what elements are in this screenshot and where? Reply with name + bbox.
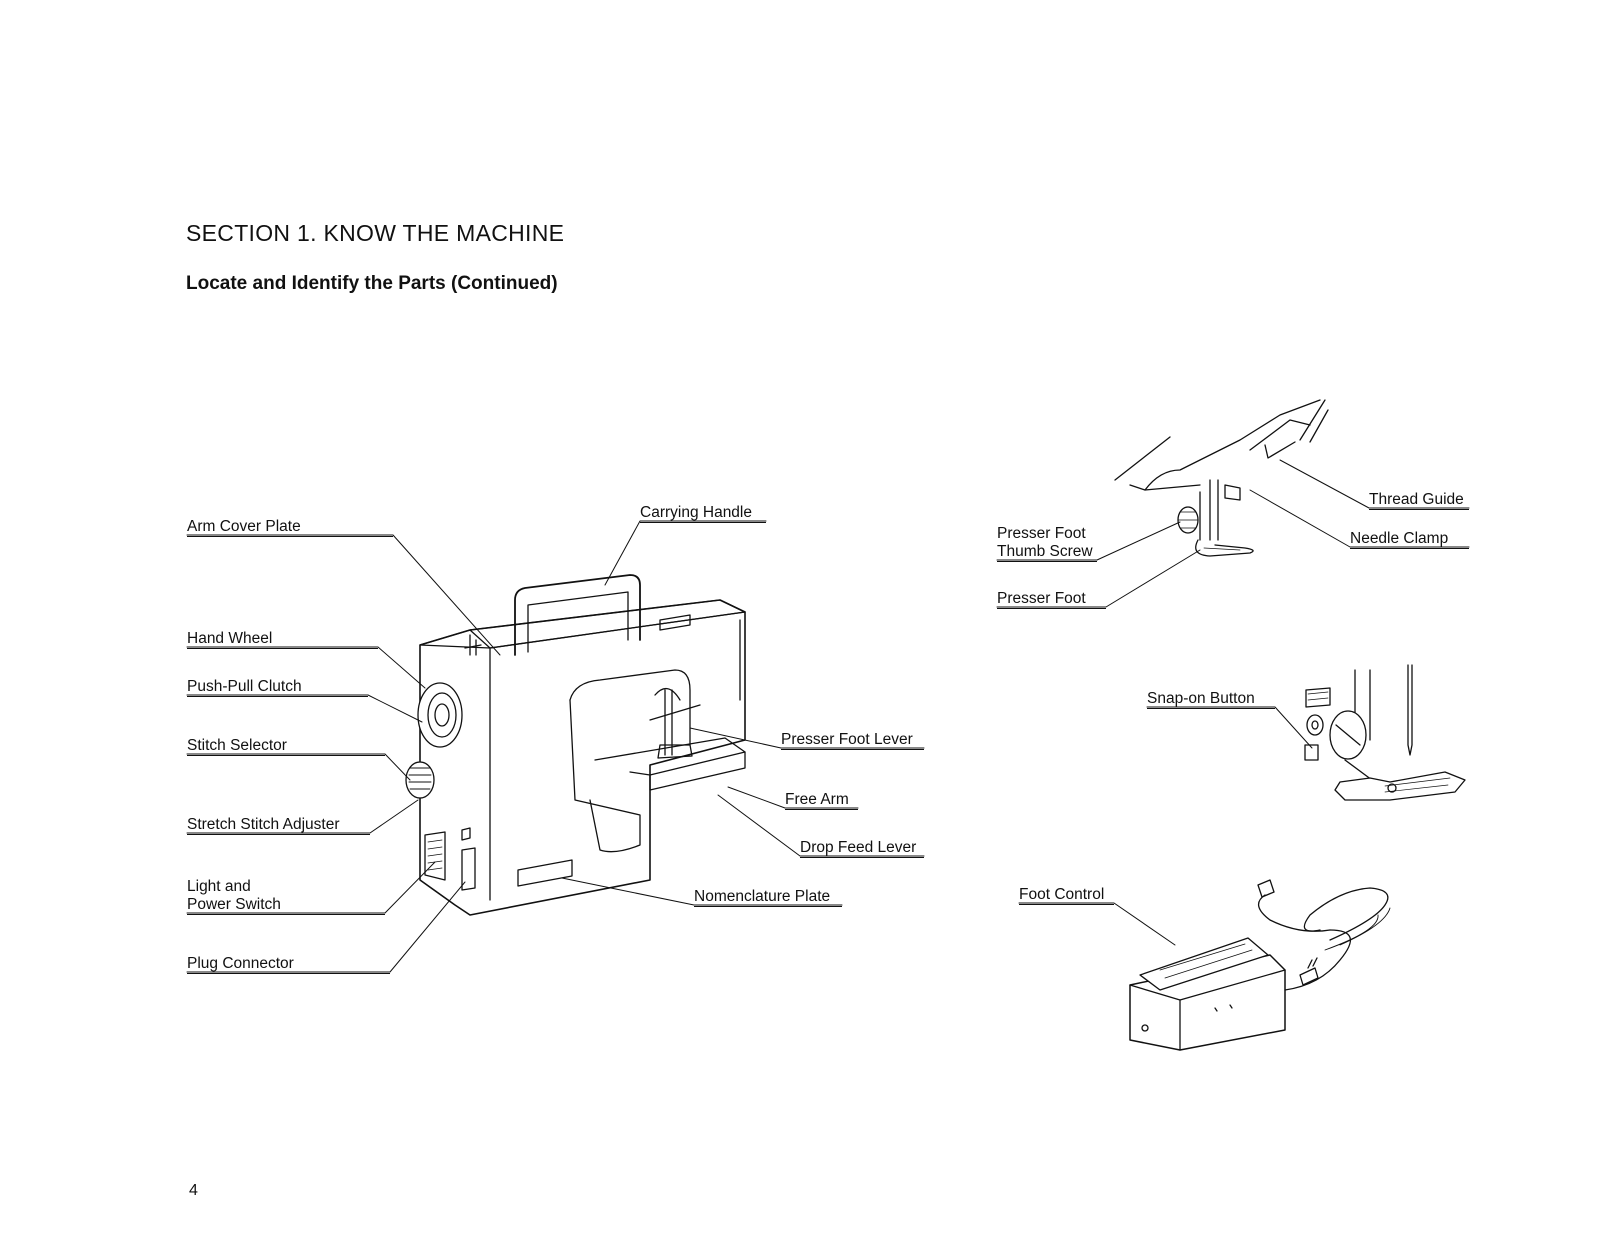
label-nomenclature-plate: Nomenclature Plate [694,888,842,907]
label-light-and: Light and [187,878,251,895]
label-plug-connector: Plug Connector [187,955,390,974]
snap-on-foot-drawing [1305,665,1465,800]
sewing-machine-drawing [406,575,745,915]
presser-foot-assembly-drawing [1115,400,1328,556]
label-snap-on-button: Snap-on Button [1147,690,1275,709]
snap-on-leader-line [1147,707,1312,748]
label-needle-clamp: Needle Clamp [1350,530,1469,549]
presser-foot-leader-lines [997,460,1469,607]
label-drop-feed-lever: Drop Feed Lever [800,839,924,858]
label-stretch-stitch-adjuster: Stretch Stitch Adjuster [187,816,370,835]
label-free-arm: Free Arm [785,791,858,810]
label-push-pull-clutch: Push-Pull Clutch [187,678,368,697]
label-arm-cover-plate: Arm Cover Plate [187,518,393,537]
sewing-machine-leader-lines [187,521,924,972]
label-thumb-screw: Thumb Screw [997,543,1097,562]
foot-control-drawing [1130,880,1390,1050]
page-subtitle: Locate and Identify the Parts (Continued… [186,273,558,294]
section-title: SECTION 1. KNOW THE MACHINE [186,220,565,246]
foot-control-leader-line [1019,903,1175,945]
label-power-switch: Power Switch [187,896,385,915]
label-thread-guide: Thread Guide [1369,491,1469,510]
label-hand-wheel: Hand Wheel [187,630,378,649]
label-foot-control: Foot Control [1019,886,1114,905]
label-presser-foot-thumb-screw-line1: Presser Foot [997,525,1086,542]
label-stitch-selector: Stitch Selector [187,737,385,756]
page-number: 4 [189,1182,198,1199]
label-presser-foot: Presser Foot [997,590,1106,609]
label-carrying-handle: Carrying Handle [640,504,766,523]
label-presser-foot-lever: Presser Foot Lever [781,731,924,750]
